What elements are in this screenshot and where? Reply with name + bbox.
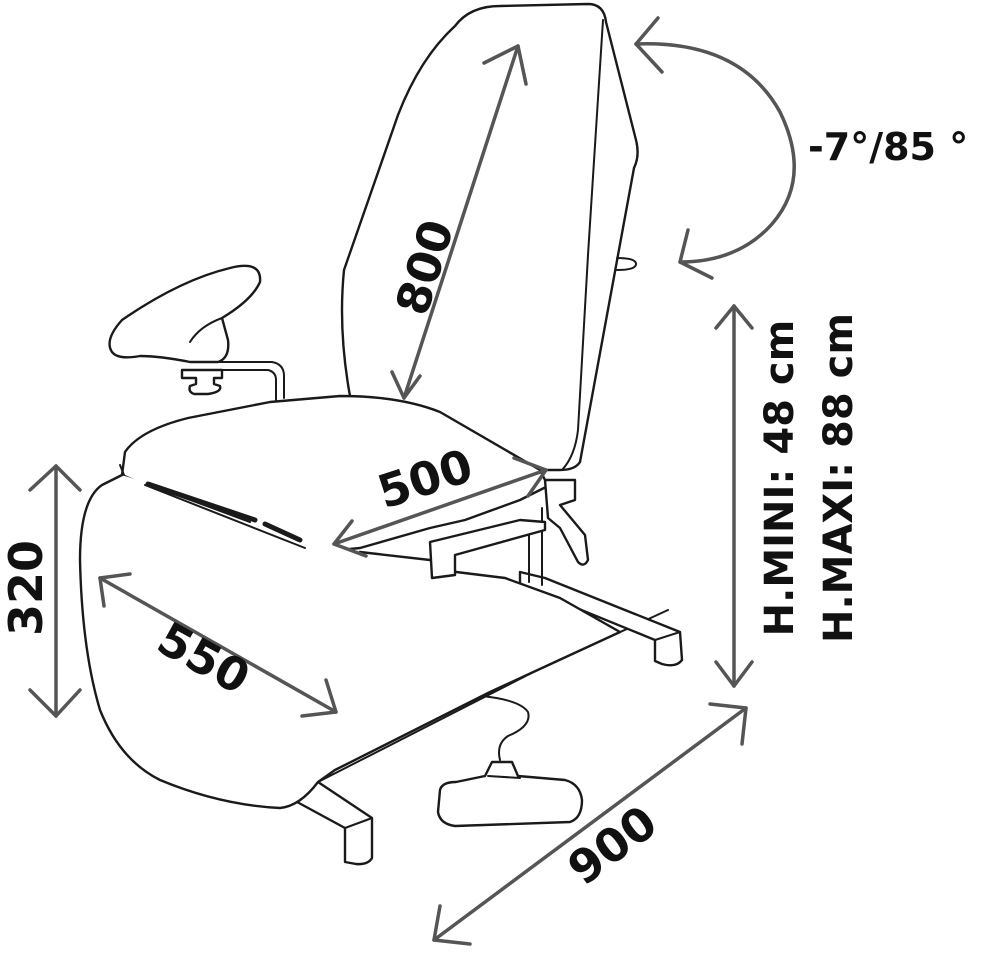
foot-pedal <box>436 695 584 828</box>
arrow-backrest-length <box>390 44 528 400</box>
dimension-arrows <box>28 16 796 946</box>
arrow-seat-side <box>28 464 82 718</box>
label-height-max: H.MAXI: 88 cm <box>816 313 862 643</box>
arrow-seat-width <box>332 456 548 558</box>
seat <box>78 394 622 810</box>
arrow-seat-length <box>98 572 338 718</box>
backrest <box>340 2 639 472</box>
tilt-bracket <box>428 518 547 580</box>
arm-support <box>108 264 285 401</box>
pedal-body <box>436 760 584 828</box>
arm-knob <box>180 368 224 396</box>
leg-rest <box>78 473 622 810</box>
adjust-lever <box>543 478 590 566</box>
pedal-cable <box>481 695 530 761</box>
arrow-height <box>714 304 754 688</box>
arrow-base-length <box>432 702 748 946</box>
label-backrest-angle: -7°/85 ° <box>808 125 968 169</box>
rear-foot <box>518 570 684 667</box>
backrest-cushion <box>340 2 639 472</box>
arm-pad <box>108 264 262 364</box>
label-seat-side: 320 <box>0 540 53 636</box>
arrow-backrest-angle <box>634 16 796 280</box>
label-height-min: H.MINI: 48 cm <box>757 320 803 637</box>
